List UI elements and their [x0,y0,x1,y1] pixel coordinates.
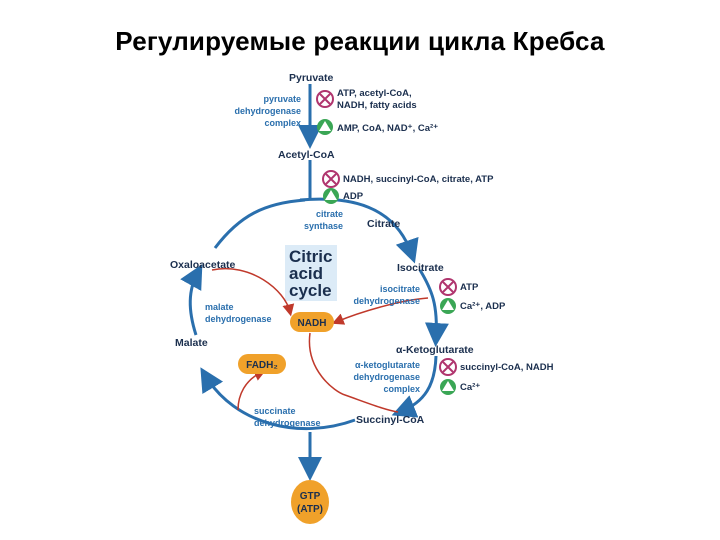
idh-inhibit-icon [439,278,457,296]
succinate-dh-label: succinate dehydrogenase [254,406,321,428]
cycle-label-line-2: acid [289,264,323,283]
citrate-label: Citrate [367,218,400,230]
succinate-fadh2-arrow [237,369,267,411]
fadh2-label: FADH₂ [246,360,278,371]
akg-dh-label: α-ketoglutarate dehydrogenase complex [353,360,420,394]
cycle-label-line-3: cycle [289,281,332,300]
pdh-line-3: complex [264,118,301,128]
akgdh-inhibit-icon [439,358,457,376]
pdh-activate-icon [317,119,333,135]
cs-activators: ADP [343,191,364,202]
idh-line-1: isocitrate [380,284,420,294]
pdh-enzyme-label: pyruvate dehydrogenase complex [234,94,301,128]
arc-citrate-isocitrate [299,197,419,264]
nadh-label: NADH [298,318,327,329]
pyruvate-label: Pyruvate [289,72,334,84]
malate-dh-label: malate dehydrogenase [205,302,272,324]
sdh-line-1: succinate [254,406,296,416]
slide-title: Регулируемые реакции цикла Кребса [115,26,605,56]
akgdh-line-3: complex [383,384,420,394]
ketoglutarate-label: α-Ketoglutarate [396,344,474,356]
gtp-label-line-1: GTP [300,491,321,502]
akg-nadh-curve [308,332,399,413]
mdh-line-1: malate [205,302,234,312]
akgdh-activate-icon [440,379,456,395]
cs-line-2: synthase [304,221,343,231]
sdh-line-2: dehydrogenase [254,418,321,428]
cs-line-1: citrate [316,209,343,219]
akgdh-line-1: α-ketoglutarate [355,360,420,370]
nadh-pill [290,312,334,332]
mdh-line-2: dehydrogenase [205,314,272,324]
arc-oxaloacetate-citrate [213,198,306,249]
arc-malate-oxaloacetate [180,264,203,336]
akgdh-line-2: dehydrogenase [353,372,420,382]
idh-activate-icon [440,298,456,314]
arc-succinyl-malate [200,367,356,431]
pdh-inhibitors-line-2: NADH, fatty acids [337,100,417,111]
citrate-synthase-label: citrate synthase [304,209,343,231]
pdh-activators: AMP, CoA, NAD⁺, Ca²⁺ [337,123,438,134]
cycle-label-highlight [285,245,337,301]
succinyl-coa-label: Succinyl-CoA [356,414,425,426]
akgdh-inhibitors: succinyl-CoA, NADH [460,362,554,373]
pdh-line-1: pyruvate [263,94,301,104]
akgdh-activators: Ca²⁺ [460,382,480,393]
fadh2-pill [238,354,286,374]
cycle-label-line-1: Citric [289,247,332,266]
malate-label: Malate [175,337,208,349]
cs-activate-icon [323,188,339,204]
malate-nadh-arrow [211,267,295,317]
arc-isocitrate-akg [418,269,449,347]
gtp-label-line-2: (ATP) [297,504,323,515]
idh-inhibitors: ATP [460,282,479,293]
arc-akg-succinyl [391,355,438,418]
cs-inhibit-icon [322,170,340,188]
pdh-line-2: dehydrogenase [234,106,301,116]
isocitrate-nadh-arrow [331,297,429,325]
cs-inhibitors: NADH, succinyl-CoA, citrate, ATP [343,174,494,185]
oxaloacetate-label: Oxaloacetate [170,259,236,271]
gtp-pill [291,480,329,524]
idh-line-2: dehydrogenase [353,296,420,306]
pdh-inhibitors-line-1: ATP, acetyl-CoA, [337,88,412,99]
isocitrate-label: Isocitrate [397,262,444,274]
isocitrate-dh-label: isocitrate dehydrogenase [353,284,420,306]
idh-activators: Ca²⁺, ADP [460,301,506,312]
acetyl-coa-label: Acetyl-CoA [278,149,335,161]
pdh-inhibit-icon [316,90,334,108]
